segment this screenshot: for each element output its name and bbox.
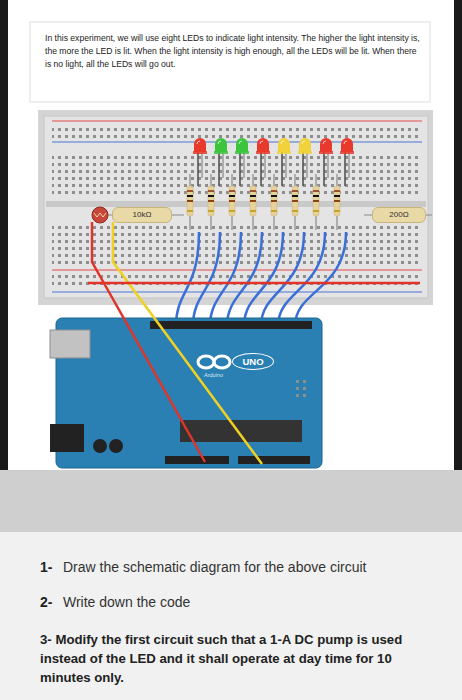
arduino-board (56, 318, 322, 468)
question-number: 2- (40, 594, 62, 611)
power-jack (50, 424, 84, 452)
led (214, 138, 228, 186)
resistor-symbol (187, 174, 193, 230)
resistor-symbol (229, 174, 235, 230)
arduino-logo (198, 356, 214, 368)
resistor-symbol (208, 174, 214, 230)
photoresistor (92, 207, 108, 223)
pin-header (165, 456, 229, 464)
intro-paragraph: In this experiment, we will use eight LE… (45, 32, 425, 71)
resistor-symbol (250, 174, 256, 230)
question-text: Draw the schematic diagram for the above… (63, 559, 443, 576)
power-rail-line (52, 121, 422, 122)
capacitor (109, 439, 123, 453)
center-groove (46, 201, 426, 207)
screen-edge (0, 0, 8, 470)
resistor-symbol (271, 174, 277, 230)
screenshot-panel (38, 110, 433, 305)
board-model-badge: UNO (232, 353, 274, 370)
question-panel (0, 532, 462, 700)
breadboard (44, 116, 428, 298)
power-rail-line (52, 270, 422, 271)
jumper-wire (210, 232, 241, 326)
power-wire (88, 282, 420, 285)
resistor-symbol (292, 174, 298, 230)
jumper-wire (295, 232, 346, 326)
jumper-wire (193, 232, 220, 326)
arduino-logo (214, 356, 230, 368)
component-value: 200Ω (389, 211, 408, 219)
led (319, 138, 333, 186)
resistor-symbol (334, 174, 340, 230)
text-card (30, 22, 430, 102)
component-value: UNO (242, 357, 263, 367)
component-value: 10kΩ (133, 211, 152, 219)
led (340, 138, 354, 186)
led (298, 138, 312, 186)
resistor-symbol (313, 174, 319, 230)
capacitor (93, 439, 107, 453)
question-number: 1- (40, 559, 62, 576)
led (277, 138, 291, 186)
question-text: Write down the code (63, 594, 443, 611)
icsp-header (292, 380, 306, 400)
usb-port (50, 330, 90, 358)
pin-header (238, 456, 310, 464)
resistor-body: 10kΩ (112, 207, 172, 223)
power-wire (92, 222, 205, 462)
screen-edge (454, 0, 462, 470)
jumper-wire (278, 232, 325, 326)
microcontroller-chip (180, 420, 302, 442)
led (235, 138, 249, 186)
brand-name: Arduino (204, 372, 244, 378)
jumper-wire (227, 232, 262, 326)
terminal-holes (52, 156, 422, 198)
rail-holes (52, 274, 422, 289)
separator-band (0, 470, 462, 532)
resistor-body: 200Ω (372, 207, 426, 223)
led (193, 138, 207, 186)
rail-holes (52, 124, 422, 139)
photoresistor-track (94, 213, 106, 217)
led (256, 138, 270, 186)
signal-wire (113, 222, 262, 464)
question-text: 3- Modify the first circuit such that a … (40, 630, 430, 687)
pin-header (150, 321, 312, 329)
